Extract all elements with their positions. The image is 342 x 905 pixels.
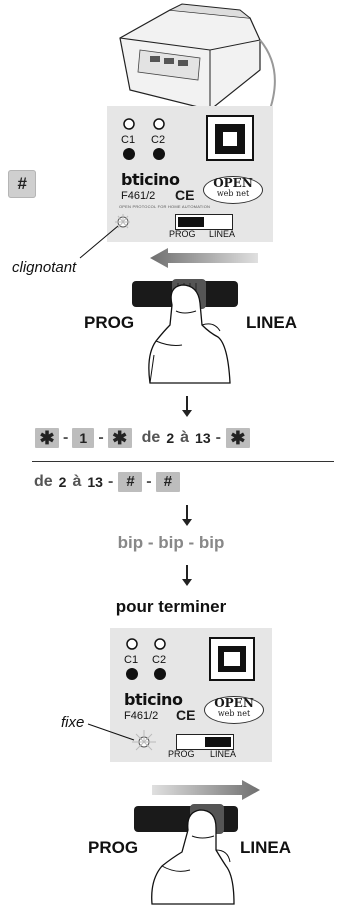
switch-knob (178, 217, 204, 227)
or-divider (32, 461, 334, 462)
sequence-row-2: de 2 à 13 - # - # (34, 472, 294, 492)
hash-key: # (118, 472, 143, 492)
prog-label: PROG (168, 749, 195, 759)
switch-knob (205, 737, 231, 747)
range-to: 13 (87, 474, 103, 490)
beep-text: bip - bip - bip (117, 533, 225, 552)
led-steady-indicator (87, 723, 156, 751)
de-word: de (34, 473, 53, 490)
flow-arrow-3-line (186, 565, 188, 579)
dash: - (215, 429, 221, 446)
panel-graphics (117, 115, 254, 228)
ce-mark: CE (175, 187, 195, 203)
flow-arrow-1-line (186, 396, 188, 410)
hand2-linea-label: LINEA (240, 838, 291, 857)
hand1-prog-label: PROG (84, 313, 135, 332)
flow-arrow-1-head (182, 410, 192, 417)
star-key: ✱ (35, 428, 59, 448)
a-word: à (180, 429, 190, 446)
sequence-row-1: ✱ - 1 - ✱ de 2 à 13 - ✱ (35, 428, 335, 448)
de-word: de (141, 429, 161, 446)
open-webnet-logo: OPEN web net (204, 696, 264, 724)
model-number: F461/2 (124, 710, 159, 722)
open-tagline: OPEN PROTOCOL FOR HOME AUTOMATION (119, 204, 211, 209)
a-word: à (72, 473, 82, 490)
ce-mark: CE (176, 707, 196, 723)
linea-label: LINEA (210, 749, 237, 759)
c1-label: C1 (124, 654, 139, 666)
prog-linea-switch[interactable] (176, 734, 234, 750)
star-key: ✱ (107, 428, 132, 448)
prog-label: PROG (169, 229, 196, 239)
dash: - (98, 429, 104, 446)
hand2-prog-label: PROG (88, 838, 139, 857)
led-state-blinking: clignotant (12, 259, 77, 276)
flow-arrow-2-line (186, 505, 188, 519)
range-from: 2 (58, 474, 67, 490)
prog-linea-switch[interactable] (175, 214, 233, 230)
led-blink-indicator (79, 214, 130, 259)
led-state-steady: fixe (61, 714, 85, 731)
star-key: ✱ (225, 428, 250, 448)
open-webnet-logo: OPEN web net (203, 176, 263, 204)
dash: - (107, 473, 114, 490)
key-1: 1 (72, 428, 95, 448)
hash-key-badge: # (8, 170, 36, 198)
hand1-linea-label: LINEA (246, 313, 297, 332)
hand-slide-switch-1 (132, 279, 238, 384)
bticino-logo: bticino (124, 690, 183, 709)
panel-graphics (126, 637, 255, 748)
linea-label: LINEA (209, 229, 236, 239)
c1-label: C1 (121, 134, 136, 146)
dash: - (146, 473, 152, 490)
slide-right-arrow (152, 780, 260, 800)
flow-arrow-3-head (182, 579, 192, 586)
slide-left-arrow (150, 248, 258, 268)
range-from: 2 (166, 430, 175, 446)
telephone-module-illustration (119, 3, 276, 116)
model-number: F461/2 (121, 190, 156, 202)
device-panel-bottom: C1 C2 bticino F461/2 CE OPEN web net PRO… (110, 628, 272, 762)
range-to: 13 (195, 430, 211, 446)
bticino-logo: bticino (121, 170, 180, 189)
hash-key: # (155, 472, 180, 492)
c2-label: C2 (152, 654, 167, 666)
c2-label: C2 (151, 134, 166, 146)
finish-heading: pour terminer (115, 597, 227, 616)
flow-arrow-2-head (182, 519, 192, 526)
hand-slide-switch-2 (134, 804, 238, 905)
device-panel-top: C1 C2 bticino F461/2 CE OPEN web net OPE… (107, 106, 273, 242)
dash: - (63, 429, 69, 446)
